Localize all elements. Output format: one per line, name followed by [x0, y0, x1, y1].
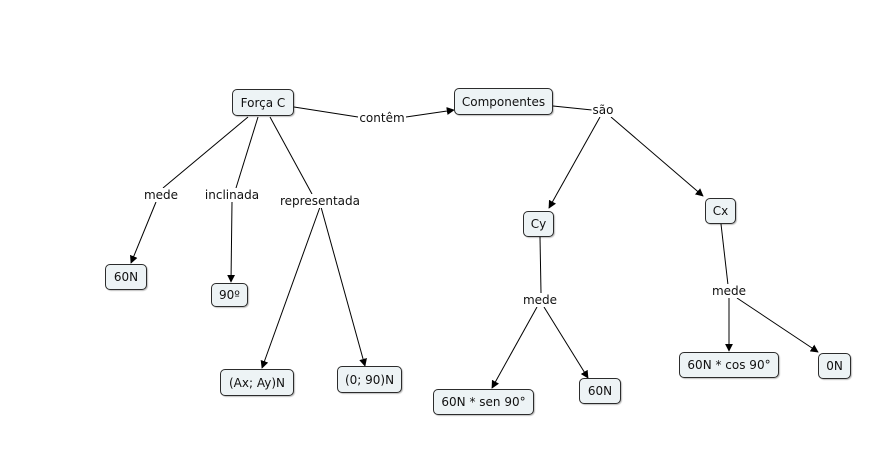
edge-representada-axay [260, 206, 321, 369]
concept-90-graus[interactable]: 90º [211, 283, 248, 307]
concept-60n-cos-90[interactable]: 60N * cos 90° [679, 352, 779, 378]
link-representada: representada [279, 194, 361, 208]
concept-componentes[interactable]: Componentes [454, 88, 553, 115]
concept-cx[interactable]: Cx [705, 198, 736, 224]
edge-forca-mede [162, 116, 249, 189]
edge-sao-cx [610, 116, 704, 197]
edge-forca-contem [293, 106, 359, 118]
edge-inclinada-90 [227, 201, 236, 283]
concept-60n-sen-90[interactable]: 60N * sen 90° [433, 389, 534, 415]
edge-mede-0n [736, 297, 819, 353]
link-sao: são [591, 103, 615, 117]
edge-sao-cy [548, 116, 601, 209]
concept-forca-c[interactable]: Força C [232, 89, 294, 116]
edge-forca-representada [269, 116, 313, 195]
concept-0-90[interactable]: (0; 90)N [337, 366, 402, 393]
edge-cy-mede [539, 236, 542, 294]
link-inclinada: inclinada [203, 188, 261, 202]
edge-componentes-sao [552, 105, 593, 111]
edge-representada-0-90 [320, 206, 367, 367]
link-contem: contêm [358, 111, 406, 125]
edge-forca-inclinada [235, 116, 259, 189]
concept-60n-b[interactable]: 60N [579, 378, 621, 404]
link-mede-cy: mede [521, 293, 559, 307]
edge-cx-mede [720, 223, 729, 286]
concept-60n[interactable]: 60N [105, 264, 147, 290]
concept-0n[interactable]: 0N [818, 353, 851, 379]
edge-contem-componentes [405, 107, 455, 118]
edge-mede-sen [491, 306, 538, 389]
concept-cy[interactable]: Cy [523, 211, 554, 237]
concept-ax-ay[interactable]: (Ax; Ay)N [220, 369, 294, 396]
edge-mede-60n-b [543, 306, 589, 379]
link-mede-cx: mede [710, 284, 748, 298]
edge-mede-60n [130, 201, 157, 264]
link-mede-forca: mede [142, 188, 180, 202]
